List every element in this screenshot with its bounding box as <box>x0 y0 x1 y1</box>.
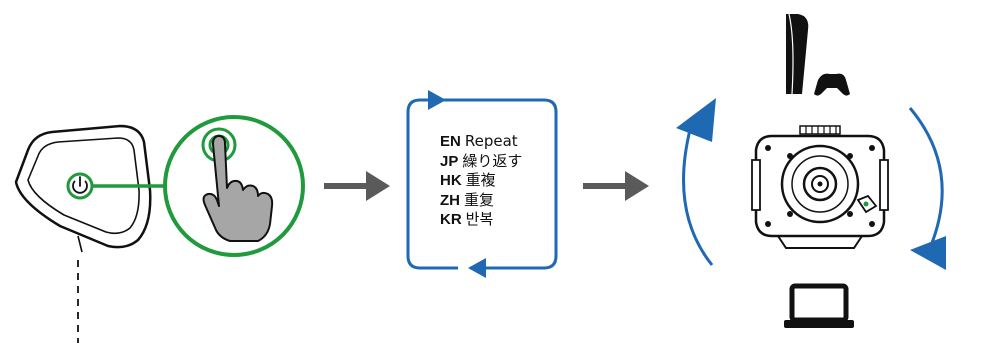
lang-code: HK <box>440 172 462 189</box>
lang-code: ZH <box>440 191 460 209</box>
repeat-cycle-icon <box>406 90 558 278</box>
finger-press-icon <box>163 115 305 257</box>
console-with-gamepad-icon <box>786 13 850 96</box>
power-button-icon <box>66 172 94 200</box>
flow-arrow-1-head <box>366 171 390 201</box>
controller-power-button-icon <box>14 124 152 343</box>
flow-arrow-2-head <box>625 171 649 201</box>
lang-word: 重複 <box>465 171 496 189</box>
rotate-cycle-icon <box>676 98 946 270</box>
lang-word: 繰り返す <box>462 151 523 170</box>
wheel-base-icon <box>751 125 889 249</box>
lang-code: JP <box>440 152 459 170</box>
laptop-icon <box>784 283 854 328</box>
lang-code: KR <box>440 211 462 228</box>
lang-word: Repeat <box>464 132 518 150</box>
lang-code: EN <box>440 133 461 150</box>
lang-word: 重复 <box>464 190 495 209</box>
lang-word: 반복 <box>465 210 494 228</box>
